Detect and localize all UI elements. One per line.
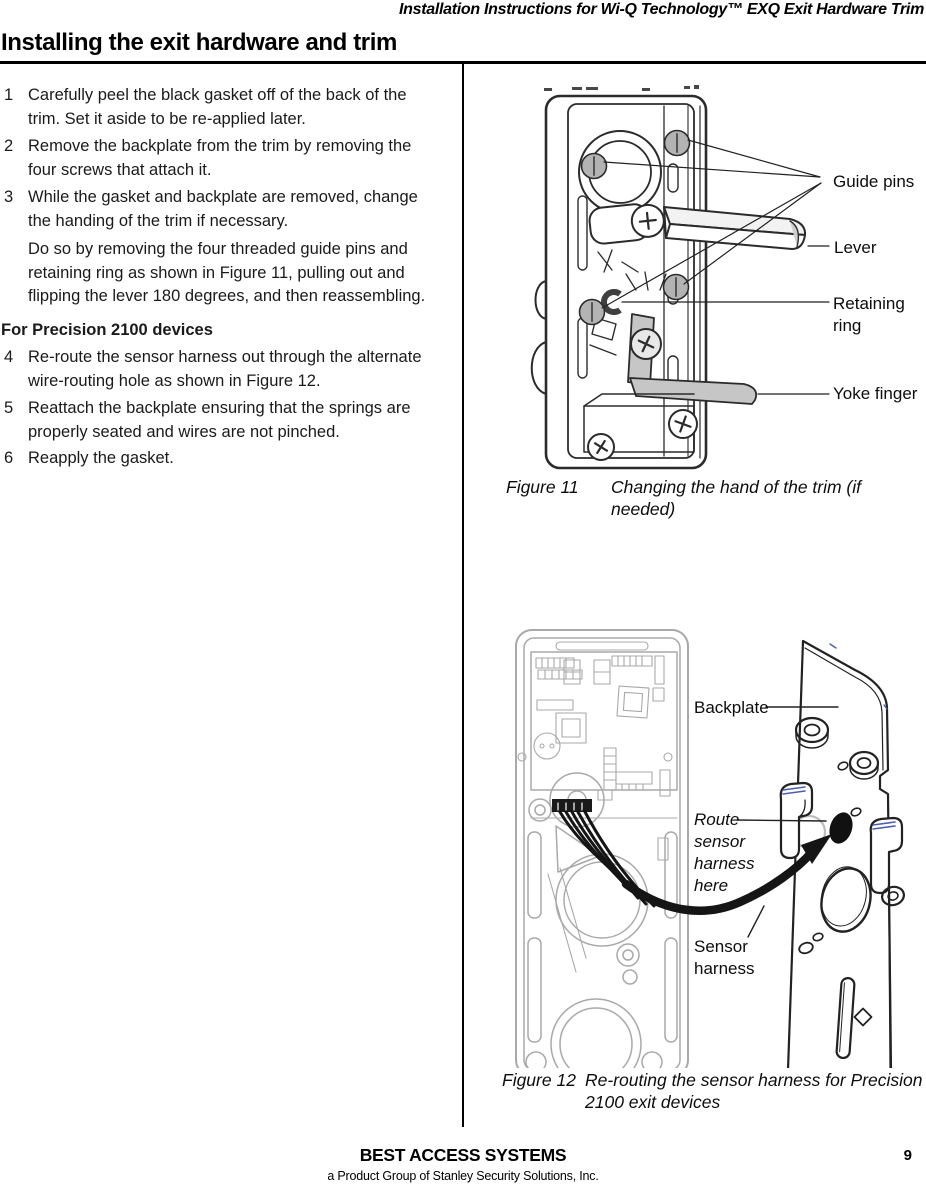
label-lever: Lever (834, 238, 877, 257)
figure12-harness-routing-drawing (515, 629, 905, 1068)
yoke-finger-drawing (627, 313, 758, 405)
figure12-caption-tag: Figure 12 (502, 1070, 576, 1090)
figure11-trim-handing-drawing (530, 85, 830, 470)
cropped-text-marks (544, 85, 699, 91)
page-header: Installation Instructions for Wi-Q Techn… (398, 1, 924, 18)
figure11-caption-text: Changing the hand of the trim (if needed… (611, 477, 862, 519)
step-4: 4 Re-route the sensor harness out throug… (4, 346, 456, 393)
step-number: 2 (4, 137, 14, 155)
footer-page-number: 9 (903, 1147, 912, 1164)
label-yoke-finger: Yoke finger (833, 384, 918, 403)
figure11-caption-tag: Figure 11 (506, 477, 579, 497)
column-divider (462, 63, 464, 1127)
footer-subtitle: a Product Group of Stanley Security Solu… (327, 1169, 599, 1183)
trim-body (530, 94, 708, 470)
trim-mechanism (578, 130, 683, 356)
sensor-harness-drawing (552, 799, 832, 915)
label-retaining-ring: Retaining ring (833, 294, 905, 335)
lever-drawing (663, 206, 807, 250)
label-route-sensor-harness-here: Route sensor harness here (694, 810, 755, 895)
guide-pins-drawing (578, 129, 691, 326)
step-text: Re-route the sensor harness out through … (28, 348, 422, 390)
step-3-note: Do so by removing the four threaded guid… (28, 240, 426, 305)
trim-bottom-compartment (583, 393, 698, 461)
step-number: 5 (4, 399, 14, 417)
step-number: 1 (4, 86, 14, 104)
step-2: 2 Remove the backplate from the trim by … (4, 135, 456, 182)
footer-brand: BEST ACCESS SYSTEMS (359, 1145, 567, 1165)
title-rule (0, 61, 926, 64)
step-1: 1 Carefully peel the black gasket off of… (4, 84, 456, 131)
step-text: Remove the backplate from the trim by re… (28, 137, 412, 179)
step-3: 3 While the gasket and backplate are rem… (4, 186, 456, 233)
retaining-ring-drawing (601, 289, 622, 315)
wire-routing-hole (829, 812, 853, 844)
label-backplate: Backplate (694, 698, 769, 717)
step-text: While the gasket and backplate are remov… (28, 188, 418, 230)
step-5: 5 Reattach the backplate ensuring that t… (4, 397, 456, 444)
step-number: 3 (4, 188, 14, 206)
step-text: Reapply the gasket. (28, 449, 174, 467)
label-sensor-harness: Sensor harness (694, 937, 755, 978)
step-number: 4 (4, 348, 14, 366)
step-text: Carefully peel the black gasket off of t… (28, 86, 407, 128)
routing-arrow (801, 834, 832, 864)
step-text: Reattach the backplate ensuring that the… (28, 399, 411, 441)
step-6: 6 Reapply the gasket. (4, 447, 456, 471)
figure12-leader-lines (736, 706, 839, 938)
page-title: Installing the exit hardware and trim (1, 29, 397, 56)
figure11-leader-lines (601, 139, 830, 395)
figure12-caption-text: Re-routing the sensor harness for Precis… (585, 1070, 923, 1112)
step-number: 6 (4, 449, 14, 467)
label-guide-pins: Guide pins (833, 172, 915, 191)
backplate-drawing (779, 639, 905, 1068)
subheading-precision-2100: For Precision 2100 devices (1, 321, 213, 339)
